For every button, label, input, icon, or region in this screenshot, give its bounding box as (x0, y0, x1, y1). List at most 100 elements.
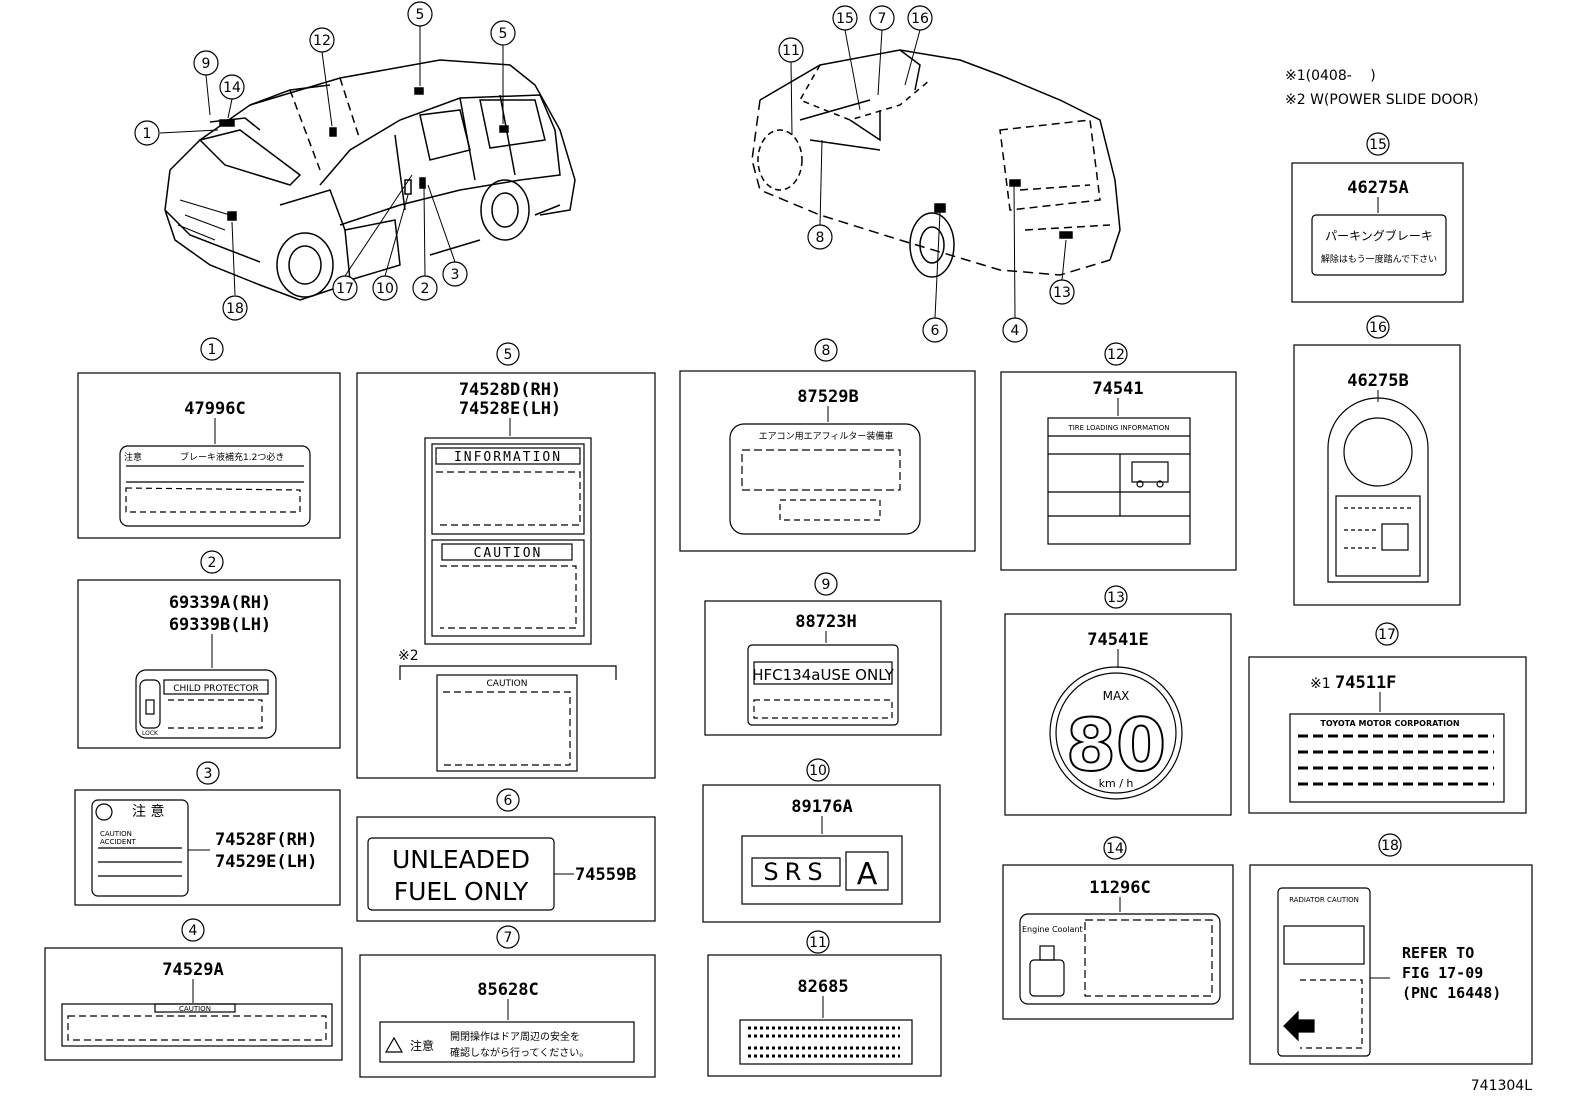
callout-1: 1 (143, 126, 152, 142)
panel-callout-17: 17 (1378, 627, 1396, 643)
label-12 (1047, 417, 1191, 545)
panel-3 (74, 789, 341, 906)
label-13-speed: 80 (1066, 703, 1166, 787)
van-rear-view (751, 49, 1121, 278)
note-2: ※2 W(POWER SLIDE DOOR) (1285, 92, 1479, 108)
callout-16: 16 (911, 11, 929, 27)
panel-callout-9: 9 (822, 577, 831, 593)
label-14-text: Engine Coolant (1022, 925, 1083, 934)
panel-4 (44, 947, 343, 1061)
panel-callout-2: 2 (208, 555, 217, 571)
label-2-text: CHILD PROTECTOR (173, 684, 259, 694)
label-1-caption: 注意 (124, 451, 142, 463)
panel-8 (679, 370, 976, 552)
panel-7 (359, 954, 656, 1078)
panel-13 (1004, 613, 1232, 816)
part-number-5b: 74528E(LH) (459, 399, 561, 419)
label-10-srs: SRS (763, 858, 828, 886)
panel-14 (1002, 864, 1234, 1020)
label-1-text: ブレーキ液補充1.2つ必き (180, 451, 284, 463)
part-number-10: 89176A (791, 797, 852, 817)
part-number-11: 82685 (797, 977, 848, 997)
label-3 (91, 799, 189, 897)
panel-callout-18: 18 (1381, 838, 1399, 854)
panel-16 (1293, 344, 1461, 606)
panel-callout-16: 16 (1369, 320, 1387, 336)
label-8 (729, 423, 921, 535)
callout-9: 9 (202, 56, 211, 72)
label-15 (1311, 214, 1447, 276)
part-number-14: 11296C (1089, 878, 1150, 898)
panel-callout-15: 15 (1369, 137, 1387, 153)
callout-17: 17 (336, 281, 354, 297)
label-6-line1: UNLEADED (392, 845, 530, 874)
panel-10 (702, 784, 941, 923)
part-number-4: 74529A (162, 960, 223, 980)
label-15-line1: パーキングブレーキ (1325, 228, 1433, 243)
panel-callout-8: 8 (822, 343, 831, 359)
panel-5 (356, 372, 656, 779)
label-5-caution: CAUTION (474, 546, 543, 561)
label-3-text3: ACCIDENT (100, 838, 137, 846)
callout-11: 11 (782, 43, 800, 59)
panel-callout-14: 14 (1106, 841, 1124, 857)
callout-5b: 5 (499, 26, 508, 42)
label-13 (1049, 666, 1183, 800)
label-11 (739, 1019, 913, 1065)
label-4-text: CAUTION (179, 1005, 211, 1013)
callout-2: 2 (421, 281, 430, 297)
panel-callout-12: 12 (1107, 347, 1125, 363)
part-number-8: 87529B (797, 387, 858, 407)
callout-5a: 5 (416, 7, 425, 23)
part-number-2b: 69339B(LH) (169, 615, 271, 635)
label-7 (379, 1021, 635, 1063)
panel-callout-4: 4 (189, 923, 198, 939)
label-7-caption: 注意 (410, 1038, 434, 1053)
note-1: ※1(0408- ) (1285, 68, 1376, 84)
label-3-text2: CAUTION (100, 830, 132, 838)
label-2 (135, 669, 277, 739)
panel-callout-13: 13 (1107, 590, 1125, 606)
part-number-6: 74559B (575, 865, 636, 885)
label-5 (399, 437, 617, 772)
part-number-2a: 69339A(RH) (169, 593, 271, 613)
panel-12 (1000, 371, 1237, 571)
callout-12: 12 (313, 33, 331, 49)
label-18-ref1: REFER TO (1402, 944, 1474, 962)
panel-11 (707, 954, 942, 1077)
panel-17 (1248, 656, 1527, 814)
part-number-15: 46275A (1347, 178, 1408, 198)
label-5-info: INFORMATION (454, 450, 562, 465)
callout-13: 13 (1053, 285, 1071, 301)
callout-15: 15 (836, 11, 854, 27)
label-1 (119, 445, 311, 527)
label-4 (61, 1003, 333, 1047)
label-9 (747, 644, 899, 726)
label-17-text: TOYOTA MOTOR CORPORATION (1320, 719, 1459, 728)
label-10 (741, 835, 903, 905)
label-13-unit: km / h (1099, 777, 1134, 790)
panel-callout-6: 6 (504, 793, 513, 809)
panel-callout-10: 10 (809, 763, 827, 779)
label-18-text: RADIATOR CAUTION (1289, 896, 1359, 904)
part-number-3b: 74529E(LH) (215, 852, 317, 872)
callout-3: 3 (451, 267, 460, 283)
part-number-13: 74541E (1087, 630, 1148, 650)
label-17 (1289, 713, 1505, 803)
label-13-max: MAX (1103, 689, 1130, 703)
callout-4: 4 (1011, 323, 1020, 339)
callout-18: 18 (226, 301, 244, 317)
part-number-1: 47996C (184, 399, 245, 419)
label-12-text: TIRE LOADING INFORMATION (1067, 424, 1169, 432)
label-5-note: ※2 (398, 648, 419, 664)
label-10-a: A (857, 857, 878, 892)
panel-callout-3: 3 (204, 766, 213, 782)
part-number-3a: 74528F(RH) (215, 830, 317, 850)
panel-callout-1: 1 (208, 342, 217, 358)
label-6-line2: FUEL ONLY (394, 877, 529, 906)
label-17-note: ※1 (1310, 676, 1331, 692)
panel-callout-7: 7 (504, 930, 513, 946)
label-18 (1277, 887, 1371, 1057)
panel-callout-5: 5 (504, 347, 513, 363)
